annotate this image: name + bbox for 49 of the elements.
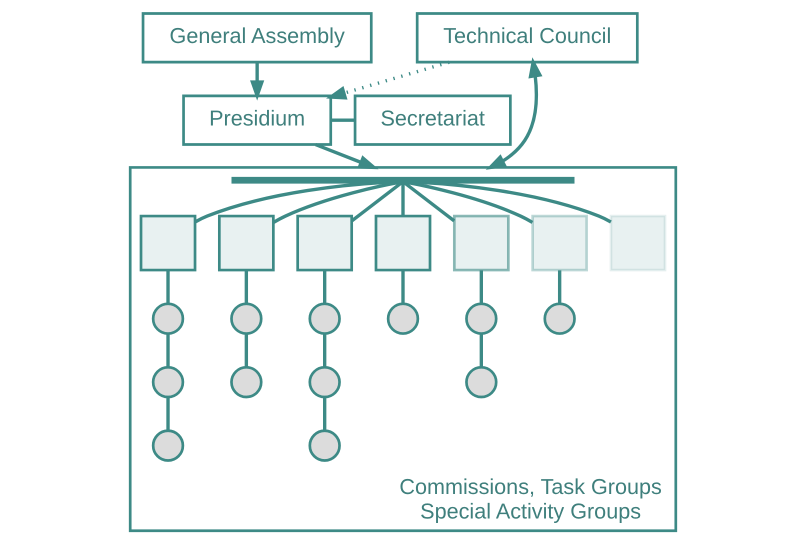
node-box <box>139 214 196 272</box>
connector <box>272 180 400 224</box>
connector <box>166 334 170 368</box>
connector <box>322 270 326 304</box>
node-circle <box>230 302 262 335</box>
node-circle <box>230 366 262 398</box>
connector <box>400 182 404 216</box>
node-circle <box>386 302 419 335</box>
node-circle <box>542 302 576 335</box>
node-circle <box>464 302 498 335</box>
arrow <box>326 60 450 100</box>
arrow <box>250 62 264 101</box>
node-circle <box>464 366 498 398</box>
node-box <box>374 214 431 272</box>
node-box <box>296 214 353 272</box>
connector <box>479 270 483 304</box>
connector <box>330 118 354 122</box>
node-circle <box>308 366 340 398</box>
node-box <box>452 214 510 272</box>
arrow <box>485 57 542 170</box>
connector <box>402 181 455 222</box>
node-circle <box>151 302 184 335</box>
connector <box>479 334 483 368</box>
connector <box>350 181 402 222</box>
connector <box>400 270 404 304</box>
node-box <box>530 214 588 272</box>
connector <box>406 180 533 224</box>
connector <box>322 398 326 431</box>
node-box: Technical Council <box>415 12 638 64</box>
node-circle <box>308 302 340 335</box>
node-circle <box>151 429 184 462</box>
cluster: Commissions, Task Groups Special Activity Groups <box>128 166 677 532</box>
node-box: General Assembly <box>141 12 372 64</box>
node-box <box>217 214 274 272</box>
connector <box>557 270 561 304</box>
arrow <box>314 142 378 170</box>
connector <box>244 334 248 368</box>
connector <box>166 270 170 304</box>
connector <box>244 270 248 304</box>
node-circle <box>308 429 340 462</box>
node-circle <box>151 366 184 398</box>
node-box <box>609 214 666 272</box>
node-box: Secretariat <box>353 94 512 146</box>
connector <box>419 180 612 224</box>
connector <box>322 334 326 368</box>
node-bar <box>231 176 574 184</box>
connector <box>166 398 170 431</box>
connector <box>194 180 386 224</box>
node-box: Presidium <box>182 94 332 146</box>
